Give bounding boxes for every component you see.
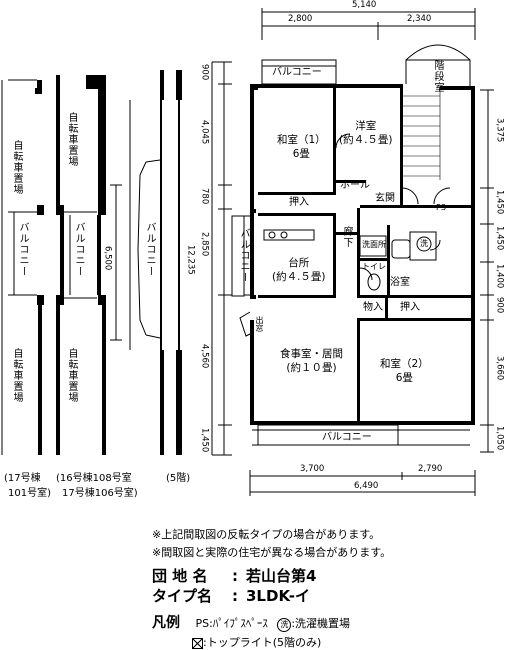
label-balcony-mid: バルコニー — [144, 222, 155, 277]
dim-bottom-left: 3,700 — [300, 464, 325, 474]
legend-toplight-row: :トップライト(5階のみ) — [192, 634, 350, 650]
dim-right-1400: 1,400 — [494, 264, 505, 289]
notes: ※上記間取図の反転タイプの場合があります。 ※間取図と実際の住宅が異なる場合があ… — [152, 526, 391, 562]
toplight-icon — [192, 637, 203, 649]
legend-wash-icon: 洗 — [277, 618, 292, 632]
label-oshiire2: 押入 — [400, 302, 420, 313]
label-senmenjo: 洗面所 — [362, 240, 386, 249]
type-row: タイプ名:3LDK-イ — [152, 586, 316, 606]
dim-right-3660: 3,660 — [494, 356, 505, 381]
dim-top-right: 2,340 — [407, 14, 432, 24]
danchi-row: 団 地 名: 若山台第4 — [152, 566, 316, 586]
caption-5f: (5階) — [166, 473, 191, 484]
room-washitsu1: 和室（1） 6畳 — [277, 133, 326, 161]
legend-toplight: :トップライト(5階のみ) — [203, 636, 322, 649]
note-line2: ※間取図と実際の住宅が異なる場合があります。 — [152, 546, 392, 559]
dim-top-total: 5,140 — [352, 0, 377, 10]
dim-bottom-right: 2,790 — [418, 464, 443, 474]
room-ldk-name: 食事室・居間 — [280, 348, 343, 360]
room-youshitsu-size: (約４.５畳) — [339, 134, 393, 147]
label-hall: ホール — [340, 180, 370, 191]
dim-bottom-total: 6,490 — [354, 481, 379, 491]
danchi-label: 団 地 名 — [152, 567, 208, 585]
label-yokushitsu: 浴室 — [390, 277, 410, 288]
legend-title: 凡例 — [152, 615, 180, 631]
label-rouka: 廊下 — [341, 226, 352, 248]
room-ldk: 食事室・居間 (約１０畳) — [280, 347, 343, 375]
type-label: タイプ名 — [152, 587, 213, 605]
label-genkan: 玄関 — [375, 193, 395, 204]
dim-top-left: 2,800 — [288, 14, 313, 24]
room-washitsu1-name: 和室（1） — [277, 134, 326, 146]
label-balcony-bottom: バルコニー — [322, 432, 372, 443]
label-oshiire1: 押入 — [289, 197, 309, 208]
label-kaidanshitsu: 階段室 — [432, 60, 443, 93]
danchi-colon: : — [232, 567, 238, 585]
room-daidokoro-name: 台所 — [288, 257, 310, 269]
dim-right-1450a: 1,450 — [494, 190, 505, 215]
label-balcony-left: バルコニー — [238, 228, 249, 283]
label-sentaku: 洗 — [420, 239, 428, 248]
room-washitsu1-size: 6畳 — [292, 148, 310, 161]
caption-17-101b: 101号室) — [8, 488, 51, 499]
dim-left-2850: 2,850 — [199, 232, 210, 257]
info-block: 団 地 名: 若山台第4 タイプ名:3LDK-イ — [152, 566, 316, 606]
room-washitsu2-name: 和室（2） — [380, 358, 429, 370]
dim-right-900: 900 — [494, 297, 505, 314]
label-bike-top: 自転車置場 — [11, 140, 22, 195]
dim-left-4560: 4,560 — [199, 344, 210, 369]
danchi-value: 若山台第4 — [246, 567, 317, 585]
label-balcony-c1: バルコニー — [17, 222, 28, 277]
dim-right-1450b: 1,450 — [494, 226, 505, 251]
label-bike-c1: 自転車置場 — [66, 112, 77, 167]
legend-ps: PS:ﾊﾟｲﾌﾟｽﾍﾟｰｽ — [195, 617, 268, 630]
dim-right-1050: 1,050 — [494, 426, 505, 451]
caption-16-108a: (16号棟108号室 — [56, 473, 132, 484]
label-deguchi: 出窓 — [255, 316, 264, 332]
label-toilet: トイレ — [362, 262, 386, 271]
room-washitsu2-size: 6畳 — [395, 372, 413, 385]
label-bike-c1b: 自転車置場 — [11, 348, 22, 403]
room-youshitsu-name: 洋室 — [355, 120, 377, 132]
legend-wash: :洗濯機置場 — [291, 617, 351, 630]
dim-right-3375: 3,375 — [494, 118, 505, 143]
type-colon: : — [232, 587, 238, 605]
type-value: 3LDK-イ — [246, 587, 310, 605]
dim-left-total: 12,235 — [185, 245, 196, 275]
note-line1: ※上記間取図の反転タイプの場合があります。 — [152, 528, 381, 541]
room-daidokoro: 台所 (約４.５畳) — [272, 256, 326, 284]
room-ldk-size: (約１０畳) — [286, 362, 337, 375]
room-youshitsu: 洋室 (約４.５畳) — [339, 119, 393, 147]
caption-17-101a: (17号棟 — [4, 473, 41, 484]
label-bike-c2: 自転車置場 — [66, 348, 77, 403]
room-daidokoro-size: (約４.５畳) — [272, 271, 326, 284]
dim-left-900: 900 — [199, 64, 210, 81]
label-ps: PS — [436, 203, 446, 212]
room-washitsu2: 和室（2） 6畳 — [380, 357, 429, 385]
dim-left-780: 780 — [199, 188, 210, 205]
label-balcony-c2: バルコニー — [73, 222, 84, 277]
label-monoire: 物入 — [363, 302, 383, 313]
label-balcony-top: バルコニー — [272, 67, 322, 78]
caption-16-108b: 17号棟106号室) — [62, 488, 138, 499]
legend: 凡例 PS:ﾊﾟｲﾌﾟｽﾍﾟｰｽ 洗:洗濯機置場 :トップライト(5階のみ) — [152, 612, 350, 650]
dim-left-1450: 1,450 — [199, 428, 210, 453]
dim-bay-6500: 6,500 — [102, 246, 113, 271]
dim-left-4045: 4,045 — [199, 120, 210, 145]
floor-plan — [1, 8, 494, 496]
